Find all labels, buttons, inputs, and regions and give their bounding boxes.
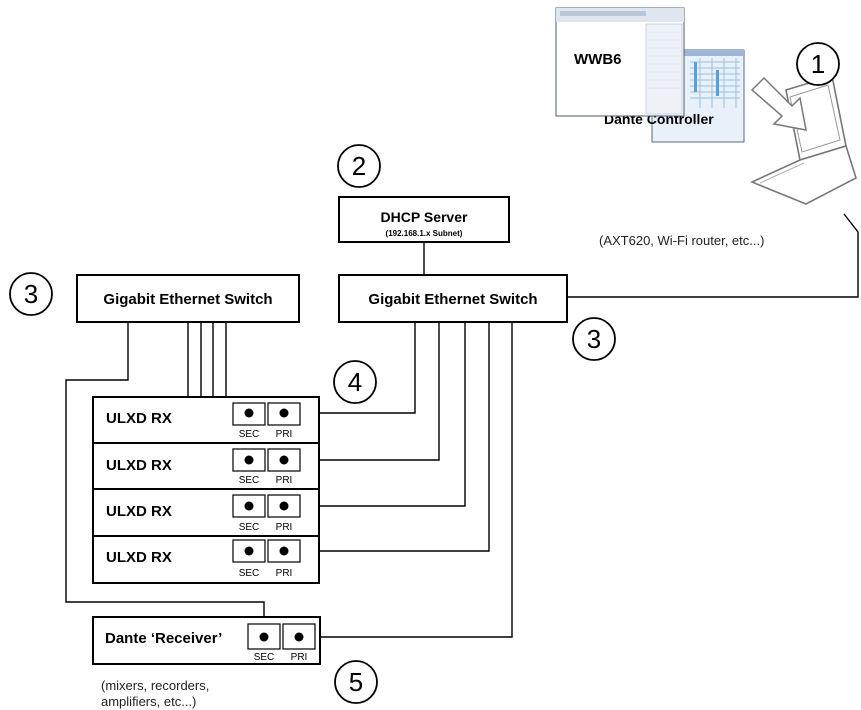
dante-controller-screenshot: Dante Controller: [604, 49, 745, 143]
ulxd-receiver-label: ULXD RX: [106, 549, 172, 566]
dhcp-server: DHCP Server (192.168.1.x Subnet): [338, 196, 510, 243]
wwb6-screenshot: WWB6: [555, 7, 685, 117]
dante-receiver: Dante ‘Receiver’ SEC PRI: [92, 616, 321, 665]
gigabit-switch-left-label: Gigabit Ethernet Switch: [103, 291, 272, 308]
ulxd-receiver: ULXD RX SEC PRI: [106, 448, 301, 486]
ulxd-receiver-label: ULXD RX: [106, 457, 172, 474]
step-3-right-marker: 3: [572, 317, 616, 361]
ulxd-receiver-label: ULXD RX: [106, 410, 172, 427]
ulxd-receiver-label: ULXD RX: [106, 503, 172, 520]
pri-port-label: PRI: [276, 522, 293, 533]
sec-port-label: SEC: [254, 652, 275, 663]
laptop-icon: [749, 74, 857, 205]
sec-port-label: SEC: [239, 475, 260, 486]
pri-port-label: PRI: [276, 475, 293, 486]
gigabit-switch-left: Gigabit Ethernet Switch: [76, 274, 300, 323]
wwb6-label: WWB6: [574, 51, 622, 68]
step-4-number: 4: [348, 367, 362, 397]
ulxd-receiver: ULXD RX SEC PRI: [106, 539, 301, 579]
pri-port-label: PRI: [276, 429, 293, 440]
step-5-marker: 5: [334, 660, 378, 704]
dante-receiver-label: Dante ‘Receiver’: [105, 630, 222, 647]
sec-port-label: SEC: [239, 568, 260, 579]
ulxd-receiver: ULXD RX SEC PRI: [106, 494, 301, 533]
step-2-marker: 2: [337, 144, 381, 188]
ulxd-receiver-stack: ULXD RX SEC PRI ULXD RX SEC PRI ULXD RX …: [92, 396, 320, 584]
sec-port-label: SEC: [239, 429, 260, 440]
dante-receiver-note-line2: amplifiers, etc...): [101, 694, 196, 709]
ulxd-receiver: ULXD RX SEC PRI: [106, 402, 301, 440]
dhcp-server-note: (AXT620, Wi-Fi router, etc...): [599, 233, 764, 248]
step-3-right-number: 3: [587, 324, 601, 354]
step-1-marker: 1: [796, 42, 840, 86]
arrow-icon: [750, 76, 807, 131]
step-3-left-marker: 3: [9, 272, 53, 316]
dhcp-server-subnet: (192.168.1.x Subnet): [386, 229, 463, 238]
step-1-number: 1: [811, 49, 825, 79]
sec-port: [247, 623, 281, 650]
step-2-number: 2: [352, 151, 366, 181]
step-5-number: 5: [349, 667, 363, 697]
step-3-left-number: 3: [24, 279, 38, 309]
gigabit-switch-right: Gigabit Ethernet Switch: [338, 274, 568, 323]
dhcp-server-title: DHCP Server: [381, 209, 468, 225]
step-4-marker: 4: [333, 360, 377, 404]
pri-port-label: PRI: [276, 568, 293, 579]
sec-port-label: SEC: [239, 522, 260, 533]
pri-port-label: PRI: [291, 652, 308, 663]
dante-receiver-note-line1: (mixers, recorders,: [101, 678, 209, 693]
gigabit-switch-right-label: Gigabit Ethernet Switch: [368, 291, 537, 308]
